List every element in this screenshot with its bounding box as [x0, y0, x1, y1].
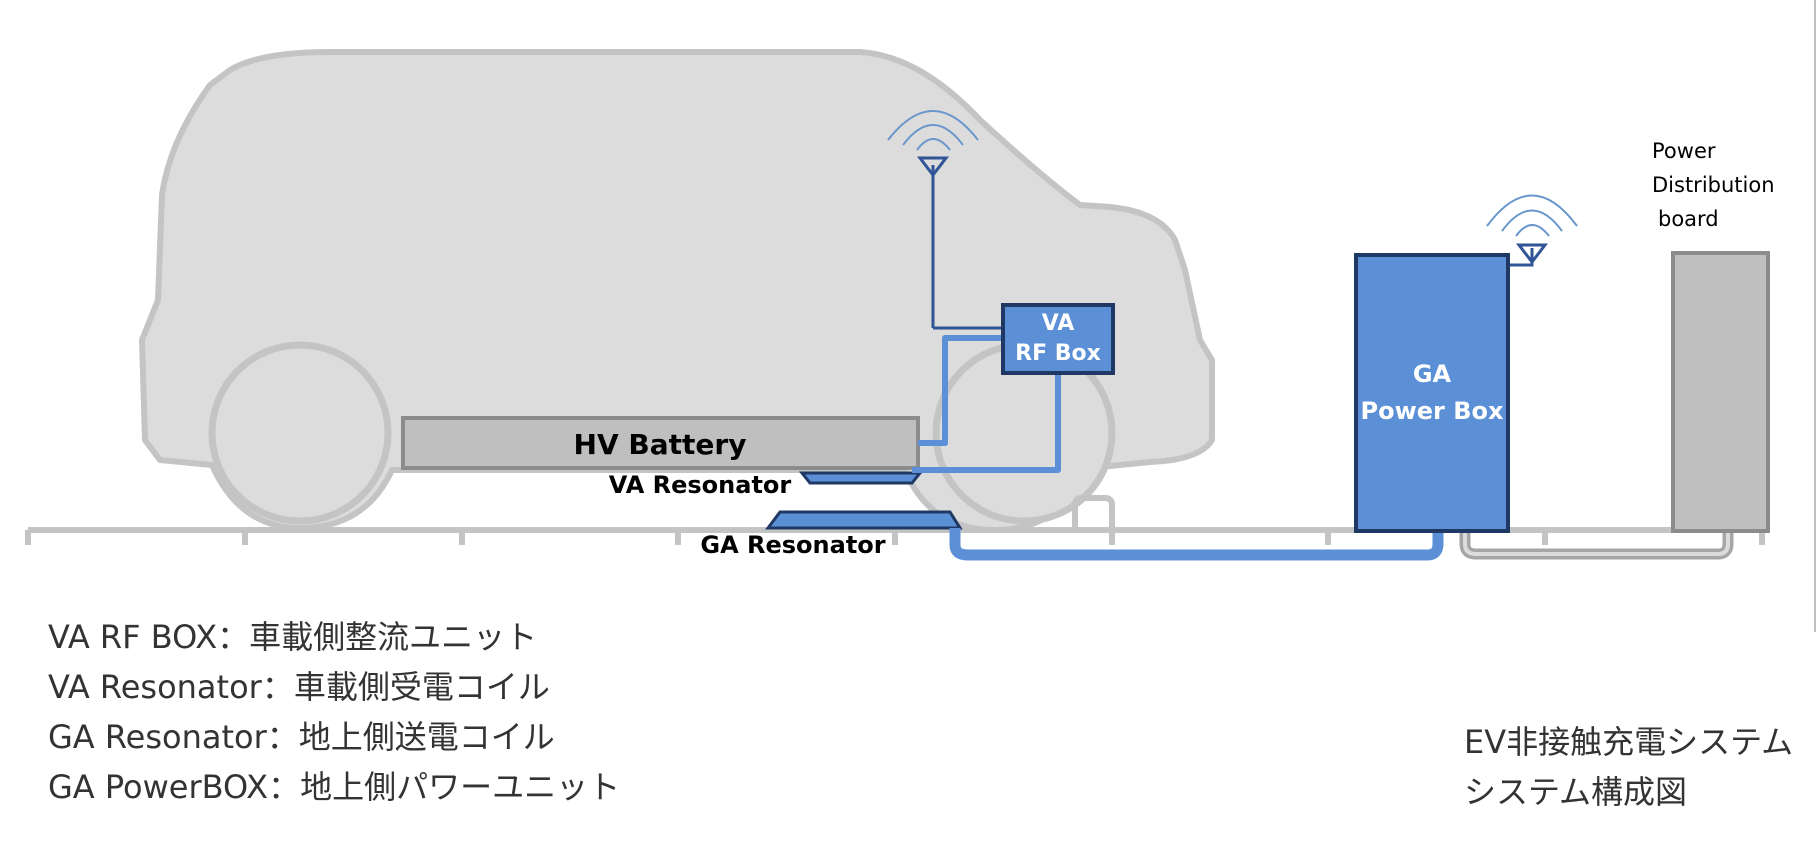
ga-resonator-label: GA Resonator: [700, 531, 885, 559]
va-rf-box-label-line1: VA: [1042, 311, 1075, 336]
va-antenna-icon: [887, 110, 1003, 330]
ga-antenna-icon: [1486, 194, 1578, 267]
legend-item: GA Resonator：地上側送電コイル: [48, 718, 555, 756]
va-resonator: [798, 471, 924, 485]
ga-power-box: [1354, 253, 1510, 533]
caption-line2: システム構成図: [1464, 773, 1688, 811]
power-distribution-board-label-line3: board: [1658, 207, 1719, 231]
rear-wheel: [208, 341, 392, 525]
legend: VA RF BOX：車載側整流ユニット VA Resonator：車載側受電コイ…: [48, 612, 620, 812]
power-distribution-board-label-line1: Power: [1652, 139, 1716, 163]
ga-power-box-label-line2: Power Box: [1361, 397, 1505, 425]
gray-cable-inner: [1463, 530, 1730, 556]
legend-item: VA RF BOX：車載側整流ユニット: [48, 618, 538, 656]
hv-battery-label: HV Battery: [574, 428, 747, 461]
power-distribution-board: [1671, 251, 1770, 533]
blue-cables: [912, 335, 1444, 561]
ga-power-box-label-line1: GA: [1413, 360, 1452, 388]
ga-resonator: [765, 510, 963, 530]
legend-item: VA Resonator：車載側受電コイル: [48, 668, 550, 706]
legend-item: GA PowerBOX：地上側パワーユニット: [48, 768, 621, 806]
power-distribution-board-label-line2: Distribution: [1652, 173, 1775, 197]
diagram-caption: EV非接触充電システム システム構成図: [1464, 717, 1793, 817]
va-resonator-label: VA Resonator: [609, 471, 792, 499]
va-rf-box: [1001, 303, 1115, 375]
va-rf-box-label-line2: RF Box: [1015, 341, 1101, 366]
caption-line1: EV非接触充電システム: [1464, 723, 1794, 761]
gray-cable: [1459, 530, 1734, 560]
